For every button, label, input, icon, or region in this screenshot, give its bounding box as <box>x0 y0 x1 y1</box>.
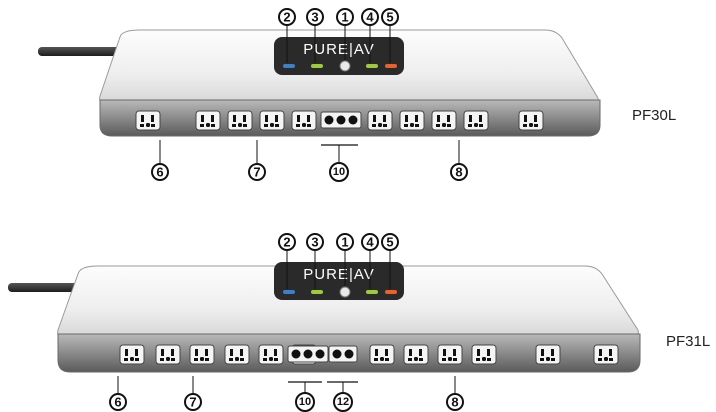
ac-outlet <box>463 110 489 131</box>
svg-text:3: 3 <box>311 235 318 250</box>
brand-logo: PURE|AV <box>303 41 374 58</box>
ac-outlet <box>119 344 145 365</box>
svg-text:8: 8 <box>451 395 458 410</box>
ac-outlet <box>135 110 161 131</box>
svg-text:4: 4 <box>366 235 374 250</box>
ac-outlet <box>403 344 429 365</box>
svg-text:10: 10 <box>299 396 311 408</box>
power-strip-pf31l: PURE|AV 2 3 1 4 <box>8 233 641 412</box>
callout: 2 <box>278 233 296 251</box>
outlet-group <box>135 110 544 131</box>
led-indicator-3 <box>311 290 323 294</box>
led-indicator-2 <box>283 64 295 68</box>
svg-text:12: 12 <box>337 396 349 408</box>
led-callouts: 2 3 1 4 5 <box>278 233 399 289</box>
coax-jacks <box>287 345 329 363</box>
callout: 10 <box>295 392 315 412</box>
led-indicator-3 <box>311 64 323 68</box>
coax-jacks <box>320 111 362 129</box>
callout: 3 <box>306 8 324 26</box>
callout: 12 <box>333 392 353 412</box>
outlet-group <box>119 344 619 365</box>
brand-logo: PURE|AV <box>303 266 374 283</box>
ac-outlet <box>535 344 561 365</box>
phone-jacks <box>328 345 358 363</box>
svg-text:8: 8 <box>455 165 462 180</box>
ac-outlet <box>224 344 250 365</box>
ac-outlet <box>367 110 393 131</box>
ac-outlet <box>369 344 395 365</box>
ac-outlet <box>593 344 619 365</box>
led-indicator-5 <box>385 64 397 68</box>
led-indicator-5 <box>385 290 397 294</box>
svg-text:7: 7 <box>189 395 196 410</box>
bottom-callouts: 6 7 10 8 <box>151 140 468 182</box>
callout: 7 <box>248 163 266 181</box>
bottom-callouts: 6 7 10 12 8 <box>109 376 464 412</box>
power-strip-pf30l: PURE|AV 2 3 1 4 <box>38 8 601 182</box>
callout: 4 <box>361 233 379 251</box>
ac-outlet <box>258 344 284 365</box>
svg-text:6: 6 <box>156 165 163 180</box>
ac-outlet <box>518 110 544 131</box>
led-indicator-4 <box>366 64 378 68</box>
led-indicator-2 <box>283 290 295 294</box>
svg-text:1: 1 <box>341 235 348 250</box>
ac-outlet <box>189 344 215 365</box>
callout: 6 <box>151 163 169 181</box>
led-indicator-4 <box>366 290 378 294</box>
power-button <box>339 286 351 298</box>
svg-text:5: 5 <box>386 235 393 250</box>
callout: 8 <box>446 393 464 411</box>
svg-text:5: 5 <box>386 10 393 25</box>
svg-text:7: 7 <box>253 165 260 180</box>
svg-text:2: 2 <box>283 10 290 25</box>
model-label-pf31l: PF31L <box>666 333 711 350</box>
power-cord <box>38 47 123 56</box>
svg-text:2: 2 <box>283 235 290 250</box>
callout: 6 <box>109 393 127 411</box>
ac-outlet <box>471 344 497 365</box>
ac-outlet <box>195 110 221 131</box>
svg-text:6: 6 <box>114 395 121 410</box>
callout: 10 <box>329 162 349 182</box>
ac-outlet <box>155 344 181 365</box>
callout: 1 <box>336 233 354 251</box>
svg-text:1: 1 <box>341 10 348 25</box>
callout: 5 <box>381 233 399 251</box>
ac-outlet <box>259 110 285 131</box>
callout: 1 <box>336 8 354 26</box>
model-label-pf30l: PF30L <box>632 107 677 124</box>
ac-outlet <box>399 110 425 131</box>
ac-outlet <box>291 110 317 131</box>
svg-text:4: 4 <box>366 10 374 25</box>
callout: 4 <box>361 8 379 26</box>
ac-outlet <box>431 110 457 131</box>
callout: 5 <box>381 8 399 26</box>
callout: 7 <box>184 393 202 411</box>
callout: 3 <box>306 233 324 251</box>
callout: 2 <box>278 8 296 26</box>
ac-outlet <box>227 110 253 131</box>
power-button <box>339 60 351 72</box>
callout: 8 <box>450 163 468 181</box>
ac-outlet <box>437 344 463 365</box>
svg-text:10: 10 <box>333 166 345 178</box>
led-callouts: 2 3 1 4 5 <box>278 8 399 63</box>
svg-text:3: 3 <box>311 10 318 25</box>
